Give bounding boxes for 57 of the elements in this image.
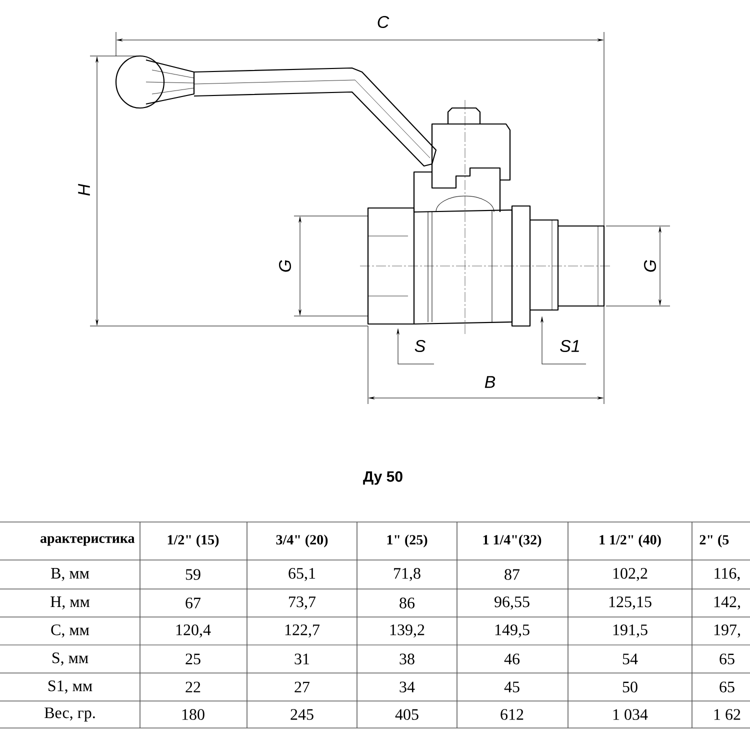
table-cell: 1 1/4"(32): [483, 534, 542, 548]
table-cell: 120,4: [176, 624, 211, 638]
table-cell: 59: [186, 569, 200, 580]
table-cell: 22: [186, 682, 200, 692]
table-cell: 102,2: [613, 568, 648, 582]
table-title: Ду 50: [363, 471, 402, 485]
dimension-label: G: [644, 260, 656, 272]
table-cell: 405: [395, 709, 418, 720]
dimension-label: S1: [560, 340, 579, 352]
table-cell: 139,2: [390, 624, 424, 638]
table-cell: B, мм: [51, 568, 90, 581]
table-cell: 46: [504, 654, 520, 664]
table-cell: 31: [294, 654, 310, 664]
table-cell: 2" (5: [700, 534, 729, 548]
table-cell: 45: [504, 682, 520, 692]
dimension-label: S: [414, 340, 426, 352]
dimension-label: H: [78, 184, 90, 196]
table-cell: C, мм: [51, 624, 90, 638]
table-cell: 197,: [714, 624, 740, 638]
table-cell: 34: [400, 682, 415, 692]
table-cell: 1 1/2" (40): [600, 534, 661, 548]
table-cell: 71,8: [394, 568, 420, 582]
dimension-label: B: [484, 376, 496, 388]
table-cell: 245: [290, 709, 314, 720]
table-cell: 96,55: [494, 596, 530, 610]
table-cell: арактеристика: [40, 536, 135, 546]
table-cell: 27: [294, 682, 310, 692]
table-cell: 191,5: [613, 624, 648, 638]
table-cell: 125,15: [609, 596, 652, 610]
table-cell: S, мм: [52, 652, 88, 666]
table-cell: 122,7: [285, 624, 320, 638]
table-cell: 142,: [714, 596, 740, 610]
table-cell: 612: [500, 709, 524, 720]
table-cell: 1 62: [714, 709, 740, 720]
table-cell: 38: [400, 654, 414, 664]
dimension-label: C: [378, 16, 390, 28]
table-cell: H, мм: [50, 596, 90, 610]
table-cell: 3/4" (20): [276, 534, 328, 548]
table-cell: S1, мм: [48, 680, 92, 694]
dimension-label: G: [278, 260, 292, 272]
table-cell: 25: [186, 654, 200, 664]
table-cell: 65,1: [288, 568, 316, 582]
table-cell: 180: [182, 709, 204, 720]
table-cell: 65: [720, 654, 734, 664]
table-cell: 65: [720, 682, 734, 692]
table-cell: 1" (25): [387, 534, 428, 548]
table-cell: 87: [504, 569, 520, 580]
table-cell: 73,7: [289, 596, 316, 610]
table-cell: 86: [400, 598, 415, 608]
table-cell: 116,: [714, 568, 740, 582]
table-cell: 54: [622, 654, 638, 664]
table-cell: 1/2" (15): [168, 534, 219, 548]
table-cell: 50: [622, 682, 638, 692]
table-cell: 67: [186, 598, 201, 608]
table-cell: Вес, гр.: [44, 708, 95, 722]
table-cell: 149,5: [495, 624, 530, 638]
table-cell: 1 034: [613, 709, 648, 720]
